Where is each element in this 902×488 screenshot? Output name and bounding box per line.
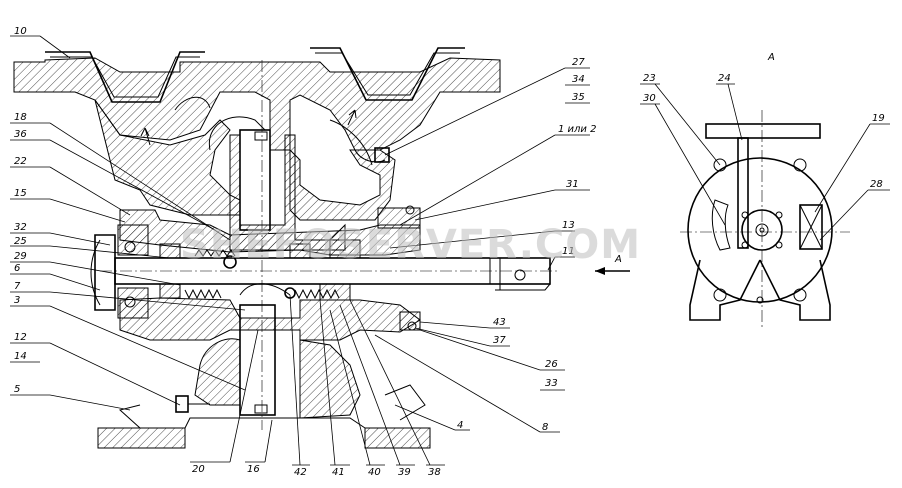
left-pipe-sleeve bbox=[45, 51, 205, 103]
label-29: 29 bbox=[14, 251, 27, 262]
label-18: 18 bbox=[14, 112, 27, 123]
watermark: SHEFOSERVER.COM bbox=[180, 222, 641, 268]
label-5: 5 bbox=[14, 384, 20, 395]
label-13: 13 bbox=[562, 220, 575, 231]
label-30: 30 bbox=[643, 93, 656, 104]
label-19: 19 bbox=[872, 113, 885, 124]
view-a-feet bbox=[689, 259, 831, 321]
label-28: 28 bbox=[870, 179, 883, 190]
seal-ring-2 bbox=[289, 243, 311, 259]
casing-right bbox=[289, 148, 396, 221]
label-1-or-2: 1 или 2 bbox=[558, 124, 596, 135]
label-42: 42 bbox=[294, 467, 307, 478]
label-25: 25 bbox=[14, 236, 27, 247]
label-23: 23 bbox=[643, 73, 656, 84]
label-14: 14 bbox=[14, 351, 27, 362]
label-15: 15 bbox=[14, 188, 27, 199]
view-a: A bbox=[680, 52, 850, 330]
base-right bbox=[364, 427, 431, 449]
label-40: 40 bbox=[368, 467, 381, 478]
top-flange bbox=[13, 57, 501, 151]
view-a-top-flange bbox=[705, 123, 821, 139]
view-a-title: A bbox=[767, 52, 775, 63]
seal-ring-5 bbox=[319, 283, 351, 301]
view-a-column bbox=[737, 137, 749, 249]
o-ring-1 bbox=[223, 255, 237, 269]
bolt-27 bbox=[374, 147, 390, 163]
label-3: 3 bbox=[14, 295, 20, 306]
label-7: 7 bbox=[14, 281, 21, 292]
bearing-upper bbox=[117, 224, 149, 256]
leader-lines bbox=[10, 35, 890, 466]
view-arrow: A bbox=[595, 254, 630, 275]
label-6: 6 bbox=[14, 263, 20, 274]
label-36: 36 bbox=[14, 129, 27, 140]
spring-left bbox=[194, 249, 236, 257]
label-33: 33 bbox=[545, 378, 558, 389]
labels: 10 18 36 22 15 32 25 29 6 7 3 12 14 5 20… bbox=[14, 26, 885, 478]
view-a-plate bbox=[799, 204, 823, 250]
shaft-vertical-upper bbox=[239, 129, 271, 231]
label-22: 22 bbox=[14, 156, 27, 167]
gland-31 bbox=[377, 207, 421, 229]
seal-ring-1 bbox=[159, 243, 181, 259]
label-41: 41 bbox=[332, 467, 345, 478]
label-4: 4 bbox=[457, 420, 463, 431]
label-26: 26 bbox=[545, 359, 558, 370]
label-31: 31 bbox=[566, 179, 579, 190]
label-10: 10 bbox=[14, 26, 27, 37]
label-16: 16 bbox=[247, 464, 260, 475]
label-20: 20 bbox=[192, 464, 205, 475]
seal-ring-3 bbox=[329, 239, 361, 259]
label-27: 27 bbox=[572, 57, 585, 68]
label-43: 43 bbox=[493, 317, 506, 328]
gland-43 bbox=[399, 311, 421, 331]
end-cap-left bbox=[94, 234, 116, 311]
label-34: 34 bbox=[572, 74, 585, 85]
label-35: 35 bbox=[572, 92, 585, 103]
spring-bottom-left bbox=[184, 288, 222, 300]
right-pipe-sleeve bbox=[310, 47, 465, 101]
label-39: 39 bbox=[398, 467, 411, 478]
label-8: 8 bbox=[542, 422, 548, 433]
label-37: 37 bbox=[493, 335, 506, 346]
label-24: 24 bbox=[718, 73, 731, 84]
view-a-casing bbox=[687, 157, 833, 303]
shaft-vertical-lower bbox=[239, 304, 276, 416]
label-32: 32 bbox=[14, 222, 27, 233]
base-left bbox=[97, 427, 186, 449]
label-11: 11 bbox=[562, 246, 575, 257]
section-view bbox=[13, 47, 560, 449]
label-12: 12 bbox=[14, 332, 27, 343]
label-38: 38 bbox=[428, 467, 441, 478]
casing-bottom bbox=[194, 338, 241, 406]
seal-ring-4 bbox=[159, 283, 181, 299]
arrow-label: A bbox=[614, 254, 622, 265]
shaft-key-hole bbox=[514, 269, 526, 281]
